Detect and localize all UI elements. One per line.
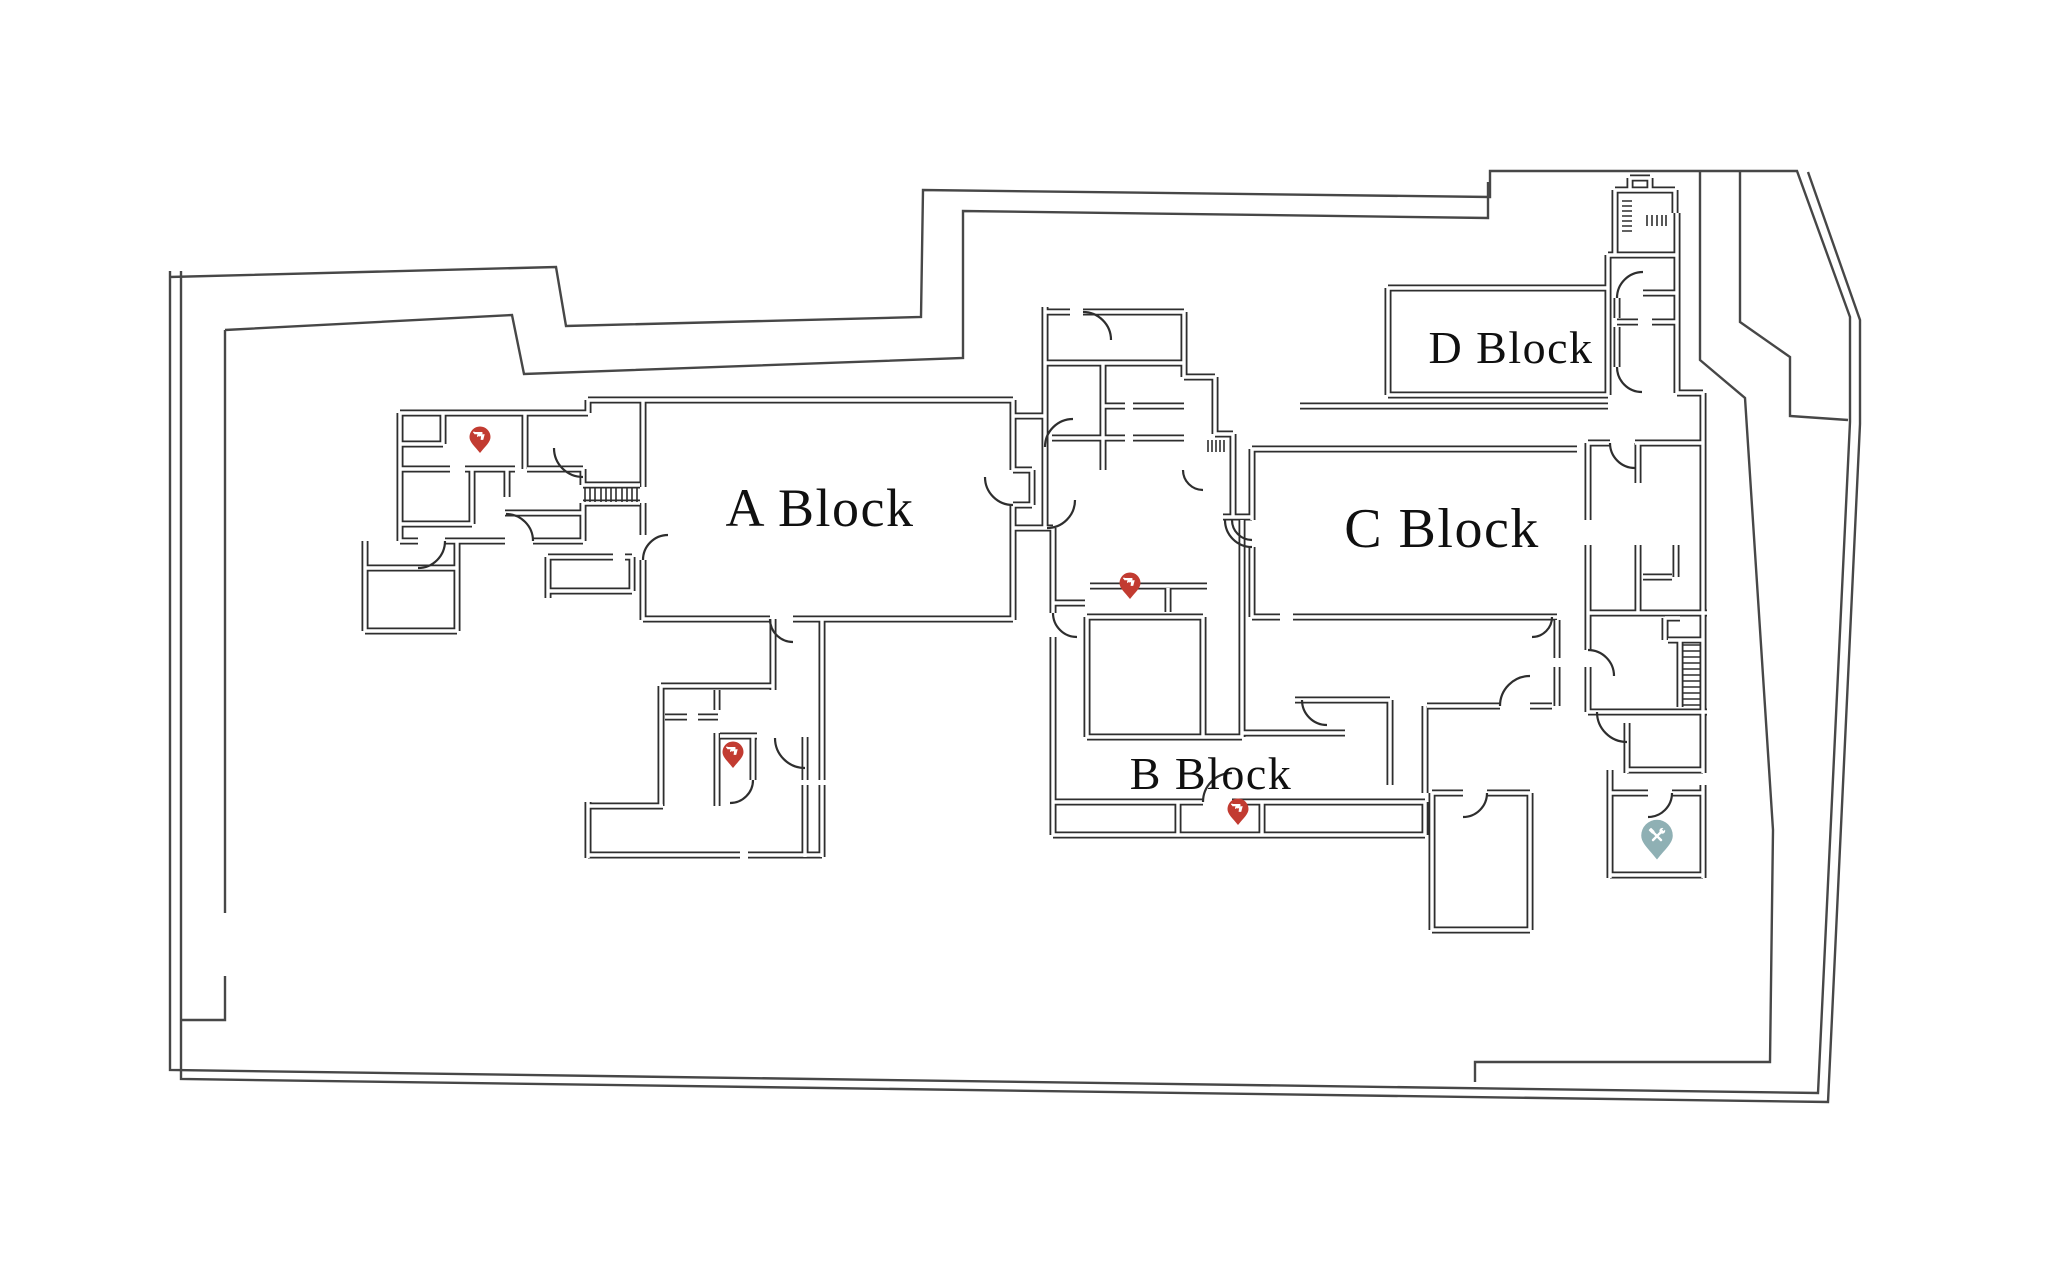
stairs-c-east — [1682, 644, 1701, 706]
site-boundary — [168, 169, 1862, 1104]
pin-body — [1227, 798, 1249, 825]
driveway-line-west — [1473, 171, 1775, 1082]
stairs-b-bend — [1207, 440, 1225, 452]
label-a-block: A Block — [725, 478, 914, 538]
pin-body — [722, 741, 744, 768]
door-arcs — [417, 270, 1674, 819]
pin-body — [1119, 572, 1141, 599]
workshop-marker[interactable] — [1641, 819, 1673, 860]
driveway-line-east — [1738, 171, 1849, 422]
pin-body — [1641, 819, 1673, 860]
stairs-d-east — [1646, 215, 1667, 226]
weapon-marker-3[interactable] — [1119, 572, 1141, 600]
label-b-block: B Block — [1130, 748, 1293, 799]
label-c-block: C Block — [1344, 498, 1540, 560]
weapon-marker-4[interactable] — [1227, 798, 1249, 826]
weapon-marker-1[interactable] — [469, 426, 491, 454]
weapon-marker-2[interactable] — [722, 741, 744, 769]
label-d-block: D Block — [1428, 322, 1593, 373]
stair-hatches — [584, 200, 1701, 706]
pin-body — [469, 426, 491, 453]
stairs-d-tower — [1622, 200, 1632, 232]
stairs-a-block — [584, 487, 638, 502]
inner-fence — [181, 182, 1490, 1022]
